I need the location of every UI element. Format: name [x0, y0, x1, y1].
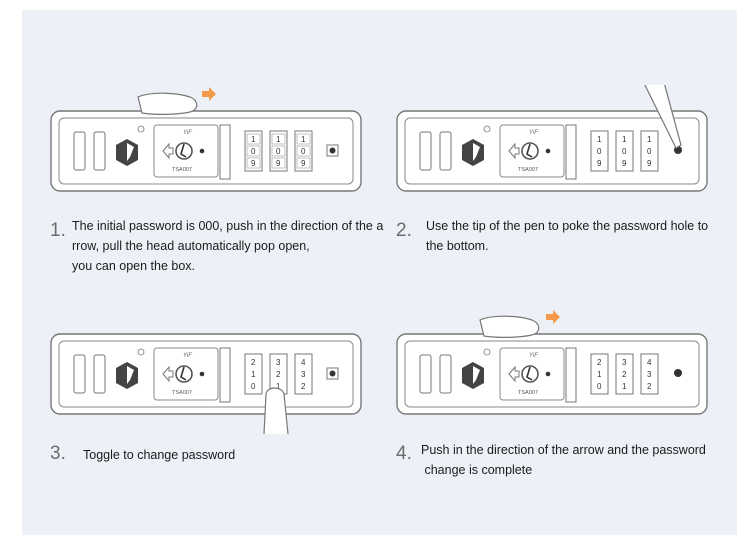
step-2-number: 2.: [396, 220, 412, 241]
slot-left: [73, 131, 86, 171]
step-2-lock-illustration: YiF TSA007 1 0 9 1 0 9 1 0 9: [396, 85, 708, 192]
step-1-panel: YiF TSA007 1 0 9 1 0 9: [50, 85, 362, 193]
dial-2: 1 0 9: [269, 130, 288, 172]
step-4-caption: Push in the direction of the arrow and t…: [421, 440, 706, 480]
step-3-number: 3.: [50, 443, 66, 464]
tsa-diamond-logo-icon: [116, 125, 145, 166]
svg-text:TSA007: TSA007: [518, 390, 538, 396]
svg-text:0: 0: [301, 147, 306, 156]
svg-text:YiF: YiF: [529, 353, 538, 359]
key-arrow-icon: [162, 142, 174, 160]
svg-text:1: 1: [622, 382, 627, 391]
svg-text:3: 3: [647, 370, 652, 379]
keyhole-icon: [521, 365, 539, 383]
step-2-caption-line: the bottom.: [426, 239, 489, 253]
svg-text:1: 1: [276, 382, 281, 391]
svg-text:4: 4: [301, 358, 306, 367]
svg-text:0: 0: [597, 147, 602, 156]
svg-text:2: 2: [597, 358, 602, 367]
pull-head: [219, 124, 231, 180]
svg-text:0: 0: [276, 147, 281, 156]
step-4-caption-line: Push in the direction of the arrow and t…: [421, 443, 706, 457]
svg-text:2: 2: [647, 382, 652, 391]
keyhole-icon: [175, 365, 193, 383]
step-1-number: 1.: [50, 220, 66, 241]
svg-text:YiF: YiF: [529, 130, 538, 136]
svg-text:2: 2: [622, 370, 627, 379]
step-1-caption: The initial password is 000, push in the…: [72, 216, 383, 276]
svg-text:1: 1: [597, 370, 602, 379]
svg-text:2: 2: [301, 382, 306, 391]
svg-text:9: 9: [301, 159, 306, 168]
lock-label: TSA007: [172, 167, 192, 173]
step-2-panel: YiF TSA007 1 0 9 1 0 9 1 0 9: [396, 85, 708, 193]
svg-text:3: 3: [301, 370, 306, 379]
svg-text:9: 9: [276, 159, 281, 168]
step-1-caption-line: The initial password is 000, push in the…: [72, 219, 384, 233]
step-4-panel: YiF TSA007 2 1 0 3 2 1 4 3 2: [396, 308, 708, 416]
svg-text:9: 9: [622, 159, 627, 168]
step-4-number: 4.: [396, 443, 412, 464]
step-3-caption-line: Toggle to change password: [83, 448, 236, 462]
tsa-diamond-logo-icon: [116, 348, 145, 389]
svg-text:TSA007: TSA007: [172, 390, 192, 396]
keyhole-icon: [521, 142, 539, 160]
svg-text:TSA007: TSA007: [518, 167, 538, 173]
step-4-lock-illustration: YiF TSA007 2 1 0 3 2 1 4 3 2: [396, 310, 708, 415]
tsa-diamond-logo-icon: [462, 125, 491, 166]
svg-text:3: 3: [622, 358, 627, 367]
step-1-lock-illustration: YiF TSA007 1 0 9 1 0 9: [50, 87, 362, 192]
svg-text:2: 2: [276, 370, 281, 379]
dial-1: 1 0 9: [244, 130, 263, 172]
pen-icon: [644, 85, 682, 149]
svg-text:0: 0: [251, 147, 256, 156]
brand-mark: YiF: [183, 130, 192, 136]
svg-text:2: 2: [251, 358, 256, 367]
svg-text:0: 0: [597, 382, 602, 391]
svg-text:YiF: YiF: [183, 353, 192, 359]
step-2-caption-line: Use the tip of the pen to poke the passw…: [426, 219, 709, 233]
orange-arrow-icon: [546, 310, 560, 324]
svg-text:1: 1: [251, 135, 256, 144]
svg-text:4: 4: [647, 358, 652, 367]
svg-text:1: 1: [301, 135, 306, 144]
svg-text:1: 1: [251, 370, 256, 379]
step-1-caption-line: you can open the box.: [72, 259, 196, 273]
finger-push-icon: [479, 315, 540, 338]
step-2-caption: Use the tip of the pen to poke the passw…: [426, 216, 708, 256]
svg-text:1: 1: [647, 135, 652, 144]
orange-arrow-icon: [202, 87, 216, 101]
step-3-panel: YiF TSA007 2 1 0 3 2 1 4 3 2: [50, 308, 362, 436]
dial-3: 1 0 9: [294, 130, 313, 172]
svg-text:9: 9: [251, 159, 256, 168]
svg-text:0: 0: [622, 147, 627, 156]
svg-text:9: 9: [597, 159, 602, 168]
svg-text:1: 1: [622, 135, 627, 144]
svg-text:3: 3: [276, 358, 281, 367]
slot-right: [93, 131, 106, 171]
step-4-caption-line: change is complete: [421, 463, 533, 477]
tsa-diamond-logo-icon: [462, 348, 491, 389]
keyhole-icon: [175, 142, 193, 160]
finger-push-icon: [137, 92, 198, 115]
finger-toggle-icon: [263, 387, 289, 435]
svg-text:0: 0: [647, 147, 652, 156]
svg-text:9: 9: [647, 159, 652, 168]
step-1-caption-line: rrow, pull the head automatically pop op…: [72, 239, 310, 253]
svg-text:1: 1: [597, 135, 602, 144]
step-3-caption: Toggle to change password: [83, 445, 235, 465]
svg-text:1: 1: [276, 135, 281, 144]
svg-text:0: 0: [251, 382, 256, 391]
step-3-lock-illustration: YiF TSA007 2 1 0 3 2 1 4 3 2: [50, 333, 362, 435]
